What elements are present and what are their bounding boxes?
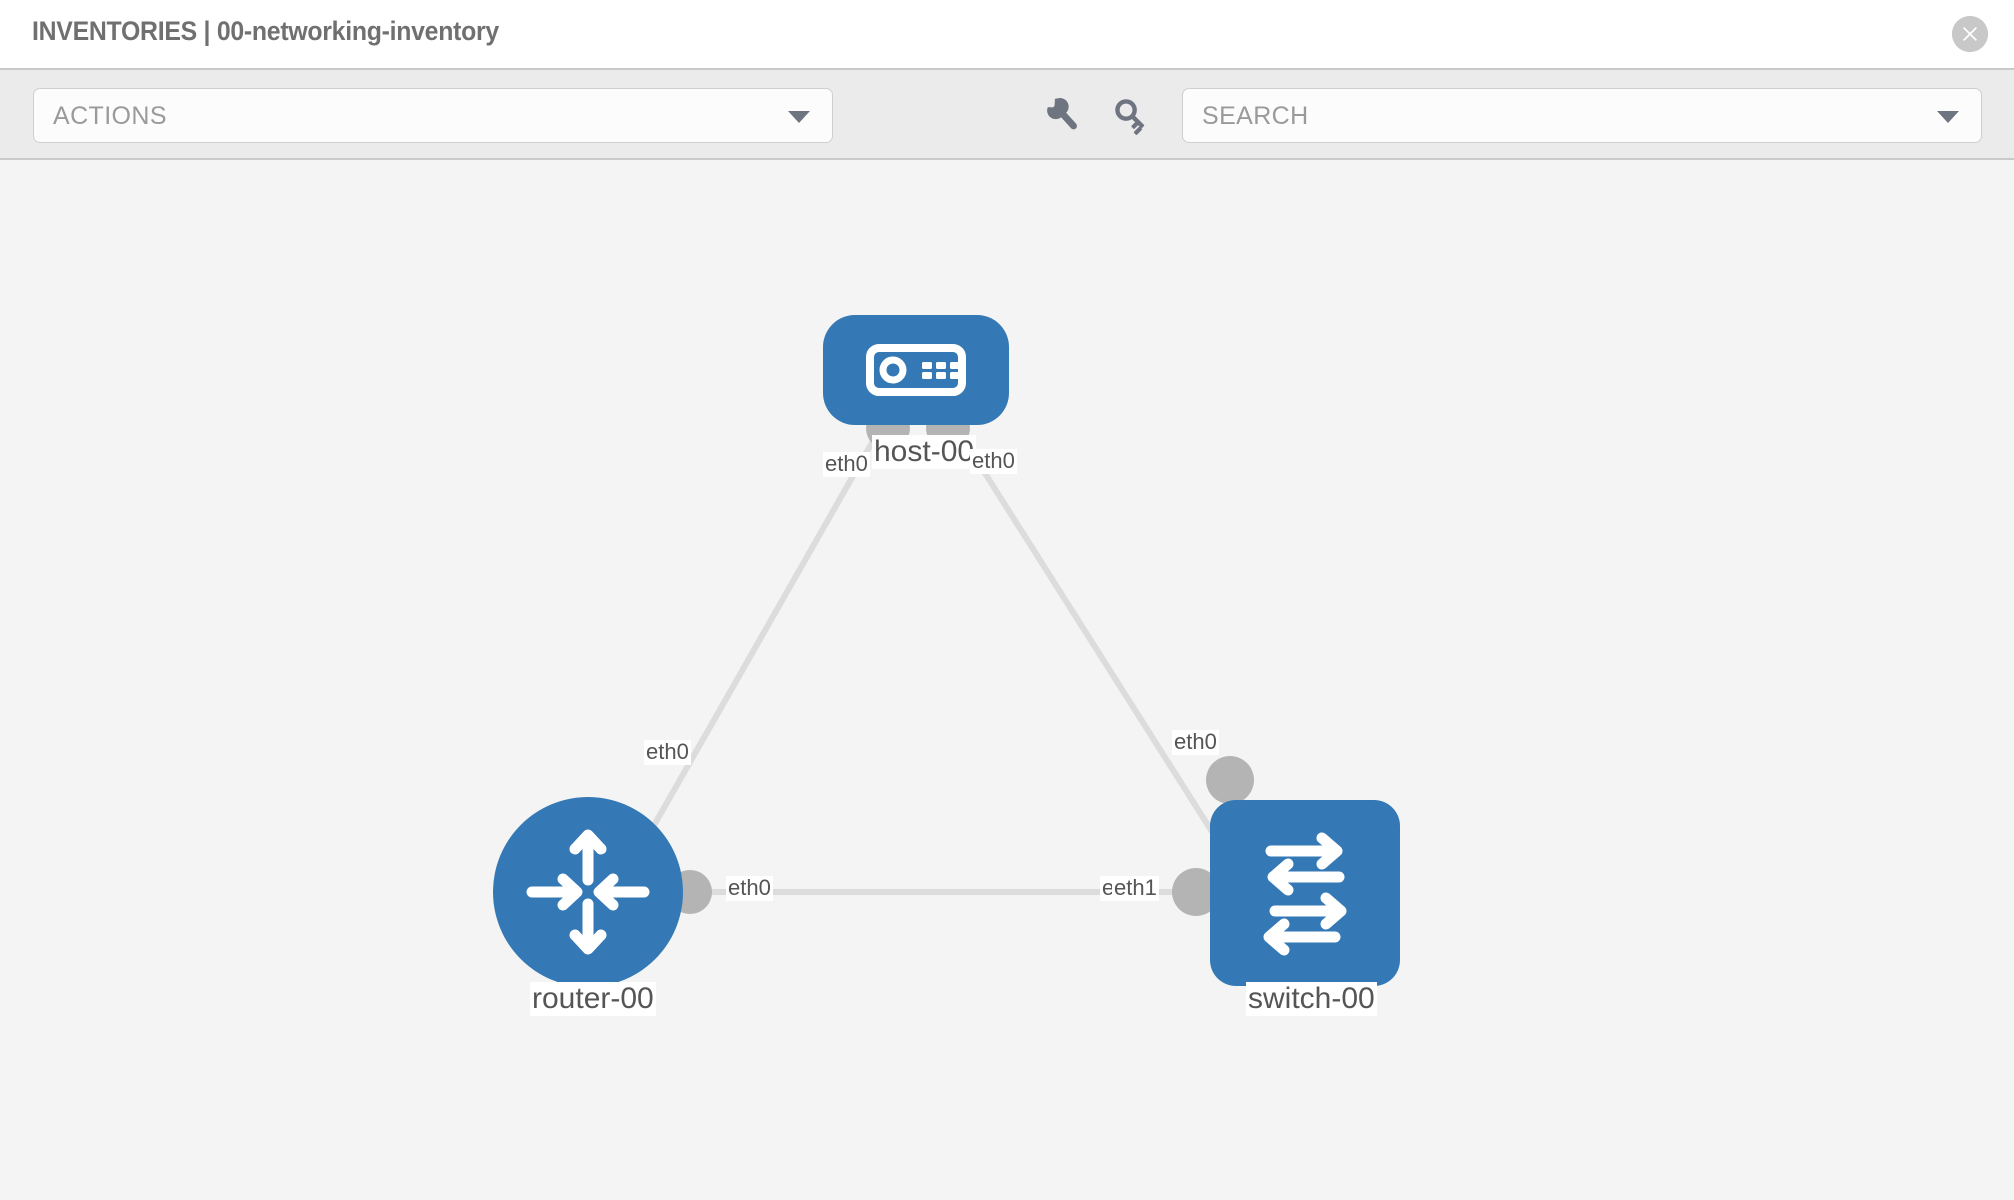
edge-host-router[interactable] bbox=[637, 416, 889, 852]
topology-graph bbox=[493, 315, 1400, 987]
actions-dropdown[interactable]: ACTIONS bbox=[33, 88, 833, 143]
close-icon[interactable] bbox=[1952, 16, 1988, 52]
iface-label-router-eth0-uplink: eth0 bbox=[644, 739, 691, 765]
node-host-00[interactable] bbox=[823, 315, 1009, 425]
chevron-down-icon bbox=[788, 110, 810, 123]
port-switch-eth1[interactable] bbox=[1172, 868, 1220, 916]
topology-canvas[interactable]: eth0 host-00 eth0 eth0 eth0 eth0 eth eth… bbox=[0, 160, 2014, 1200]
search-input[interactable]: SEARCH bbox=[1182, 88, 1982, 143]
edge-host-switch[interactable] bbox=[947, 416, 1233, 862]
chevron-down-icon bbox=[1937, 110, 1959, 123]
key-icon[interactable] bbox=[1108, 92, 1154, 138]
iface-label-host-eth0-left: eth0 bbox=[823, 451, 870, 477]
wrench-icon[interactable] bbox=[1040, 92, 1086, 138]
topology-ports bbox=[668, 406, 1254, 916]
node-router-00[interactable] bbox=[493, 797, 683, 987]
node-label-host-00: host-00 bbox=[872, 435, 977, 469]
node-label-switch-00: switch-00 bbox=[1246, 982, 1377, 1016]
node-switch-00[interactable] bbox=[1210, 800, 1400, 986]
toolbar: ACTIONS SEARCH bbox=[0, 68, 2014, 160]
topology-edges bbox=[637, 416, 1233, 895]
search-placeholder: SEARCH bbox=[1202, 102, 1309, 130]
iface-label-router-eth0: eth0 bbox=[726, 875, 773, 901]
page-header: INVENTORIES | 00-networking-inventory bbox=[0, 0, 2014, 68]
actions-dropdown-label: ACTIONS bbox=[53, 102, 167, 130]
iface-label-host-eth0-right: eth0 bbox=[970, 448, 1017, 474]
port-switch-eth0[interactable] bbox=[1206, 756, 1254, 804]
iface-label-switch-eth0-uplink: eth0 bbox=[1172, 729, 1219, 755]
node-label-router-00: router-00 bbox=[530, 982, 656, 1016]
iface-label-switch-eth1: eth1 bbox=[1112, 875, 1159, 901]
page-title: INVENTORIES | 00-networking-inventory bbox=[32, 16, 499, 46]
